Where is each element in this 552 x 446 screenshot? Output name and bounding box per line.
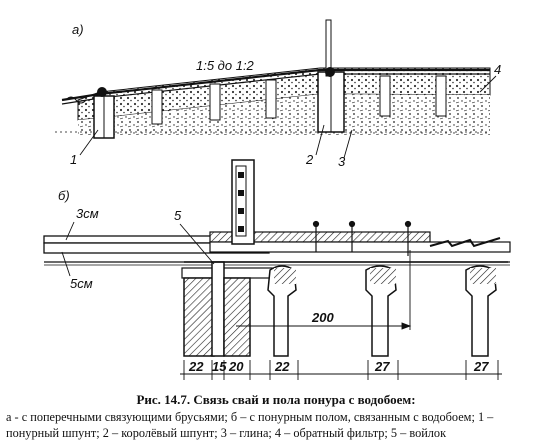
dim-22-b: 22 [274,359,290,374]
label-5-leader [179,223,215,265]
dim-27-a: 27 [374,359,390,374]
panel-b-royal-pile [231,159,255,245]
label-5: 5 [174,208,182,223]
thickness-leaders [61,221,75,277]
panel-b-floor [43,231,511,266]
thickness-top: 3см [76,206,99,221]
panel-a-piles [93,19,447,139]
panel-b-bolts [312,220,412,256]
label-2: 2 [305,152,314,167]
panel-b-piles [181,261,508,357]
label-4: 4 [494,62,501,77]
panel-a-label: а) [72,22,84,37]
dim-15: 15 [212,359,227,374]
caption-body: а - с поперечными связующими брусьями; б… [6,410,494,440]
slope-label: 1:5 до 1:2 [196,58,255,73]
span-dimension [236,250,412,330]
span-label: 200 [311,310,334,325]
thickness-bottom: 5см [70,276,93,291]
dim-20: 20 [228,359,244,374]
dim-27-b: 27 [473,359,489,374]
label-3: 3 [338,154,346,169]
caption-title: Рис. 14.7. Связь свай и пола понура с во… [136,392,416,407]
pile-dimension-chain [180,360,502,380]
panel-a-leaders [79,75,497,159]
panel-b-label: б) [58,188,70,203]
dim-22-a: 22 [188,359,204,374]
label-1: 1 [70,152,77,167]
